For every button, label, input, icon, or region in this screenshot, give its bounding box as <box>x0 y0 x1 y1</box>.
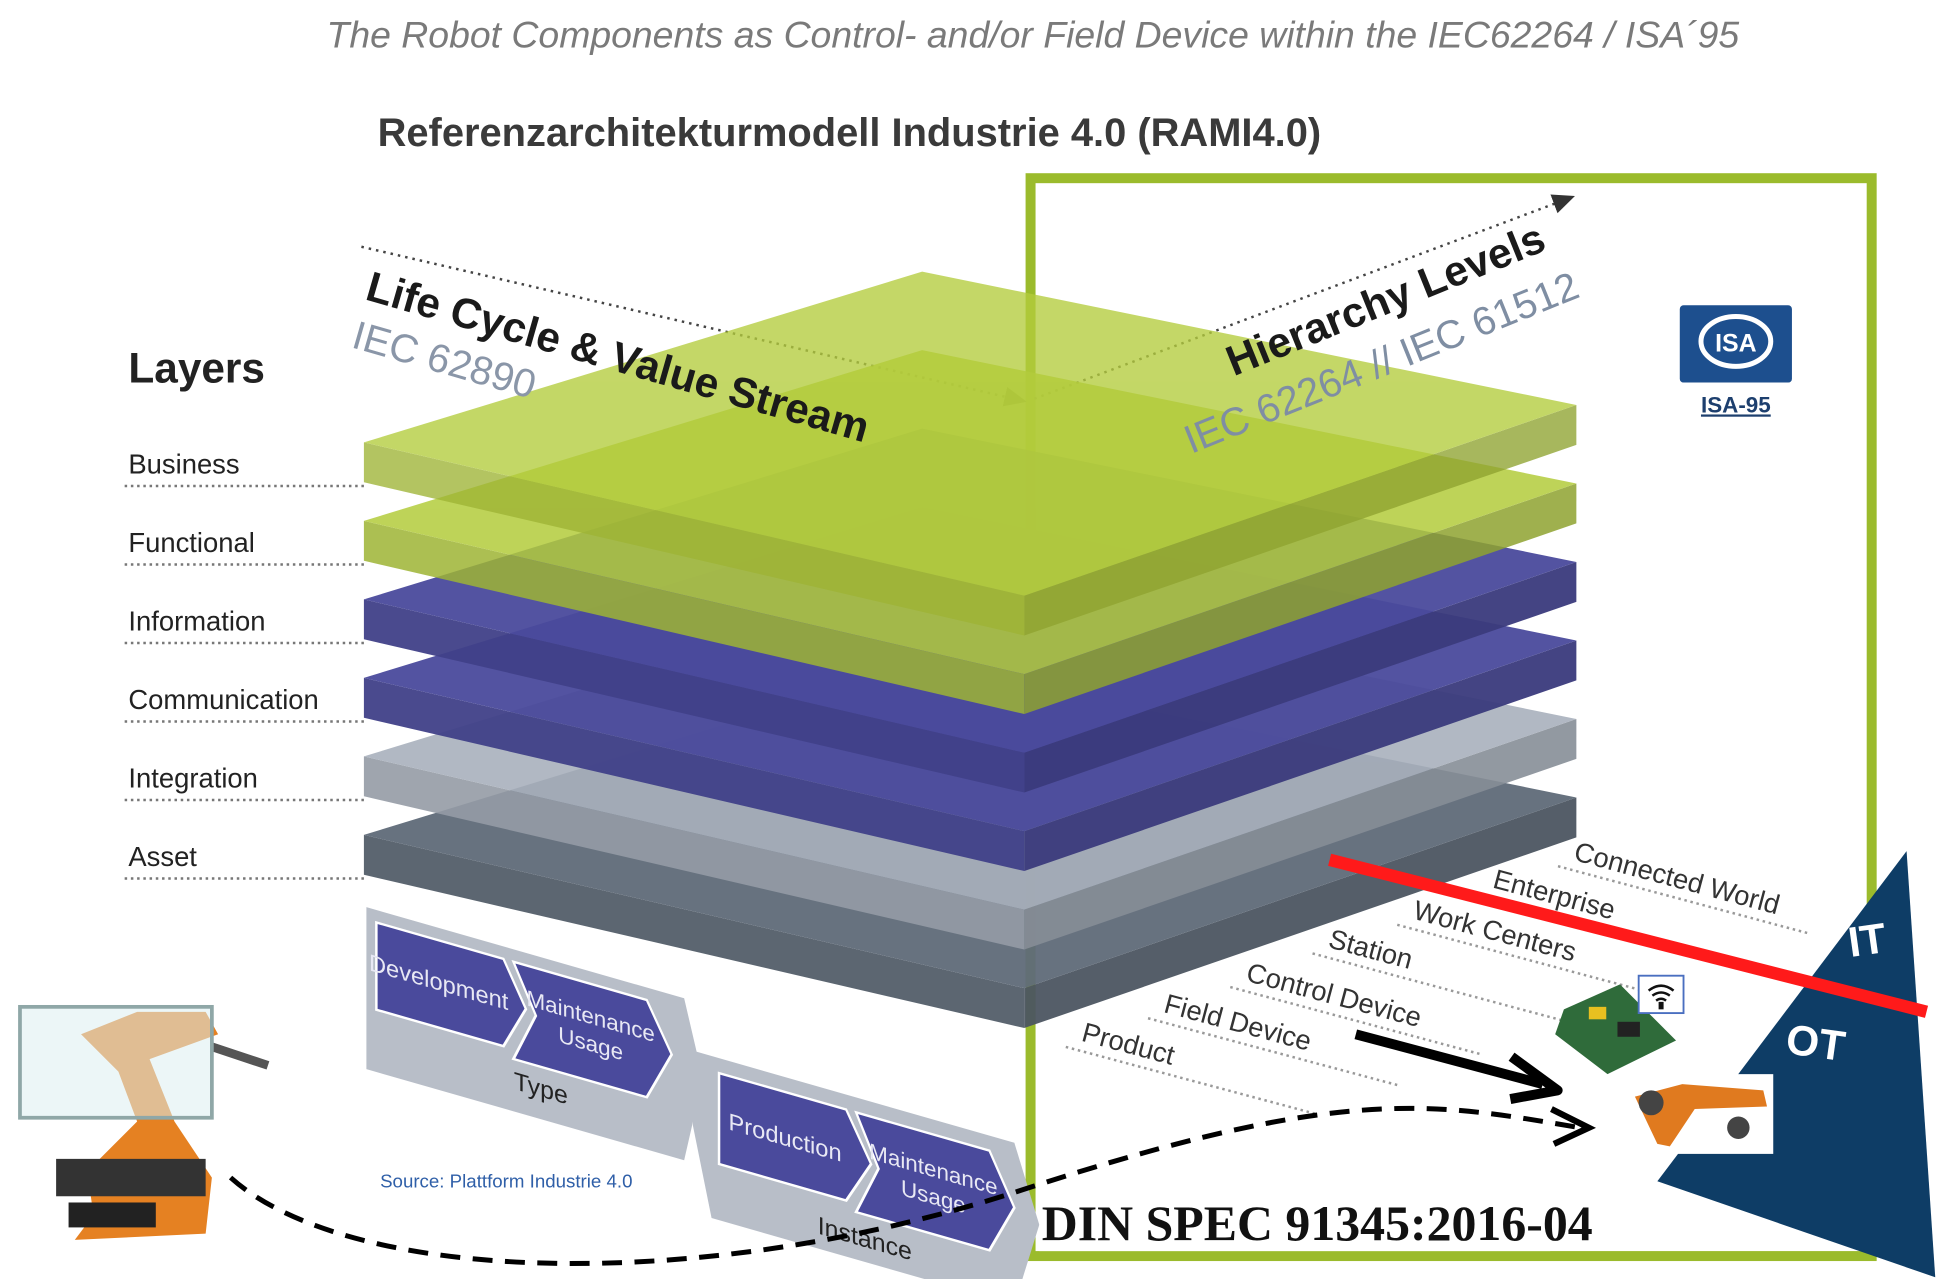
layer-label: Communication <box>128 684 318 715</box>
page-title: Referenzarchitekturmodell Industrie 4.0 … <box>378 111 1322 155</box>
dashed-arrowhead-icon <box>1550 1106 1596 1147</box>
layer-label: Asset <box>128 841 197 872</box>
layer-labels: BusinessFunctionalInformationCommunicati… <box>124 449 364 880</box>
lifecycle-axis <box>361 245 1027 407</box>
ot-label: OT <box>1783 1015 1848 1070</box>
robot-image-large <box>18 1004 270 1240</box>
layer-label: Integration <box>128 763 258 794</box>
layer-slab-business <box>363 271 1577 636</box>
isa-mark: ISA <box>1715 329 1757 357</box>
source-note: Source: Plattform Industrie 4.0 <box>380 1171 632 1192</box>
robot-image-small <box>1626 1074 1774 1154</box>
phase-development <box>375 920 528 1048</box>
isa-95-label: ISA-95 <box>1701 392 1771 417</box>
layer-label: Functional <box>128 527 254 558</box>
layer-label: Business <box>128 449 239 480</box>
phase-production <box>717 1071 873 1202</box>
phase-instance-maintenance-usage <box>854 1110 1016 1252</box>
arrowhead-icon <box>1508 1052 1563 1104</box>
din-spec-label: DIN SPEC 91345:2016-04 <box>1042 1196 1593 1251</box>
controller-board-image <box>1555 974 1685 1075</box>
subtitle: The Robot Components as Control- and/or … <box>327 13 1740 55</box>
highlight-box <box>18 1004 214 1120</box>
layer-slabs <box>363 271 1577 1029</box>
it-label: IT <box>1845 914 1889 966</box>
hierarchy-level-label: Product <box>1079 1016 1179 1070</box>
layers-heading: Layers <box>128 345 265 392</box>
isa-95-logo: ISA ISA-95 <box>1679 305 1792 417</box>
hierarchy-leader <box>1065 1045 1319 1116</box>
arrow-to-robot <box>1354 1029 1544 1089</box>
wifi-icon <box>1637 974 1685 1015</box>
layer-label: Information <box>128 606 265 637</box>
it-ot-pyramid <box>1657 851 1936 1278</box>
it-ot-boundary-line <box>1328 853 1929 1018</box>
phase-type-maintenance-usage <box>511 959 674 1099</box>
hierarchy-axis <box>1033 194 1575 400</box>
dashed-mapping-arrow <box>228 1105 1581 1266</box>
hierarchy-level-label: Station <box>1326 923 1416 975</box>
